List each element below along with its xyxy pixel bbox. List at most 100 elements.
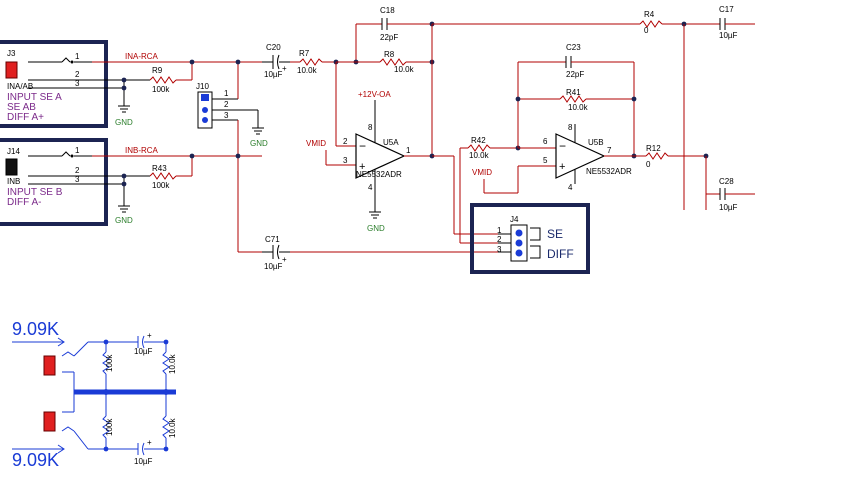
connector-j3: J3 INA/AB INPUT SE A SE AB DIFF A+ 1 2 3 [0,40,108,128]
j4-mode-se: SE [547,227,563,241]
c71-value: 10µF [264,262,283,271]
c18-ref: C18 [380,6,395,15]
u5b-pin-in-neg: 6 [543,137,548,146]
j3-jack-icon [5,61,18,79]
equiv-impedance-top: 9.09K [12,319,59,339]
svg-text:−: − [559,139,566,153]
j14-desc-2: DIFF A- [7,197,41,208]
j14-jack-icon [5,158,18,176]
j3-desc-1: INPUT SE A [7,92,62,103]
j10-pin-1: 1 [224,89,229,98]
j14-pin-1: 1 [75,146,80,155]
net-inb-label: INB-RCA [125,146,159,155]
u5b-pin-vcc: 8 [568,123,573,132]
stage-b: R42 10.0k C23 22pF R41 10.0k VMID [459,43,637,244]
r4-value: 0 [644,26,649,35]
c28-value: 10µF [719,203,738,212]
opamp-u5a: − + 2 3 1 8 4 U5A NE5532ADR +12V-OA GND [343,90,498,235]
u5b-ref: U5B [588,138,604,147]
j4-mode-diff: DIFF [547,247,574,261]
u5a-pin-in-pos: 3 [343,156,348,165]
gnd-label-j3: GND [115,118,133,127]
r41-ref: R41 [566,88,581,97]
opamp-u5b: − + 6 5 7 8 4 U5B NE5532ADR R12 0 [543,123,706,192]
equiv-jack-top-icon [43,355,56,376]
j14-pin-2: 2 [75,166,80,175]
r12-value: 0 [646,160,651,169]
r7-value: 10.0k [297,66,318,75]
j3-ref: J3 [7,49,16,58]
j10-ref: J10 [196,82,209,91]
u5a-pin-gnd: 4 [368,183,373,192]
input-wiring: INA-RCA INB-RCA GND R9 100k GND R43 [92,52,262,225]
r7-ref: R7 [299,49,310,58]
c20-ref: C20 [266,43,281,52]
u5b-pin-in-pos: 5 [543,156,548,165]
u5b-pin-out: 7 [607,146,612,155]
gnd-label-j14: GND [115,216,133,225]
gnd-label-u5a: GND [367,224,385,233]
gnd-label-j10: GND [250,139,268,148]
output-stage: R4 0 C17 10µF C28 10µF [639,5,755,212]
u5a-pin-out: 1 [406,146,411,155]
j3-pin-2: 2 [75,70,80,79]
r9-ref: R9 [152,66,163,75]
c71-ref: C71 [265,235,280,244]
c20-value: 10µF [264,70,283,79]
j3-desc-3: DIFF A+ [7,112,44,123]
r8-ref: R8 [384,50,395,59]
r9-value: 100k [152,85,170,94]
u5b-pin-gnd: 4 [568,183,573,192]
u5a-ref: U5A [383,138,399,147]
j4-pin-1: 1 [497,226,502,235]
svg-text:+: + [147,438,152,447]
r41-value: 10.0k [568,103,589,112]
equiv-r10k-bottom: 10.0k [168,417,177,438]
r12-ref: R12 [646,144,661,153]
svg-text:+: + [282,255,287,264]
j3-desc-2: SE AB [7,102,36,113]
j10-pin-2: 2 [224,100,229,109]
c23-value: 22pF [566,70,584,79]
u5a-pin-in-neg: 2 [343,137,348,146]
j4-ref: J4 [510,215,519,224]
j3-name: INA/AB [7,82,33,91]
jumper-j10: J10 1 2 3 GND [196,59,268,252]
c23-ref: C23 [566,43,581,52]
r43-value: 100k [152,181,170,190]
equiv-cap-bottom: 10µF [134,457,153,466]
u5a-pin-vcc: 8 [368,123,373,132]
j4-pin-2: 2 [497,235,502,244]
c17-ref: C17 [719,5,734,14]
equiv-jack-bottom-icon [43,411,56,432]
c18-value: 22pF [380,33,398,42]
j14-desc-1: INPUT SE B [7,187,63,198]
r42-ref: R42 [471,136,486,145]
r8-value: 10.0k [394,65,415,74]
j10-pin-3: 3 [224,111,229,120]
equiv-r100k-bottom: 100k [105,418,114,436]
stage-a-input: C20 10µF + R7 10.0k C18 22pF R8 10.0k VM… [238,6,640,271]
svg-text:−: − [359,139,366,153]
supply-label: +12V-OA [358,90,391,99]
u5a-part: NE5532ADR [356,170,402,179]
net-ina-label: INA-RCA [125,52,159,61]
svg-text:+: + [282,64,287,73]
r4-ref: R4 [644,10,655,19]
selector-j4: J4 1 2 3 SE DIFF [470,203,590,274]
j4-pin-3: 3 [497,245,502,254]
j14-ref: J14 [7,147,20,156]
j14-pin-3: 3 [75,175,80,184]
c28-ref: C28 [719,177,734,186]
equiv-r10k-top: 10.0k [168,353,177,374]
connector-j14: J14 INB INPUT SE B DIFF A- 1 2 3 [0,138,108,226]
svg-text:+: + [559,161,565,173]
vmid-b-label: VMID [472,168,492,177]
svg-text:+: + [147,331,152,340]
equiv-impedance-bottom: 9.09K [12,450,59,470]
c17-value: 10µF [719,31,738,40]
equivalent-circuit: 9.09K 9.09K 10µF + 10µF + [12,319,177,470]
vmid-a-label: VMID [306,139,326,148]
j3-pin-1: 1 [75,52,80,61]
